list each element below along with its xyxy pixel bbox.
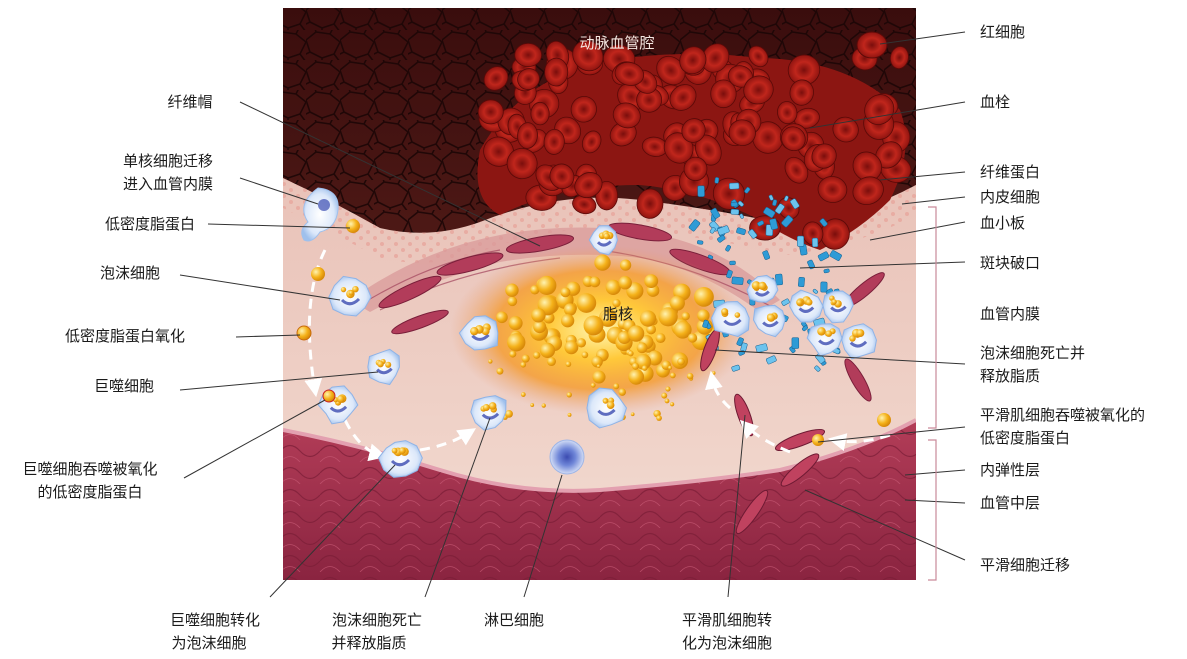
left-labels: 纤维帽 单核细胞迁移 进入血管内膜 低密度脂蛋白 泡沫细胞 低密度脂蛋白氧化 巨… [22,93,213,501]
label-intima: 血管内膜 [980,305,1040,323]
label-media: 血管中层 [980,494,1040,512]
label-foam-death-line1: 泡沫细胞死亡并 [980,344,1085,362]
label-macrophage: 巨噬细胞 [94,377,154,395]
label-monocyte-line1: 单核细胞迁移 [123,152,213,170]
label-bottom-foam-death-line2: 并释放脂质 [331,634,406,652]
label-foam-cell: 泡沫细胞 [100,264,160,282]
label-smc-to-foam-line2: 化为泡沫细胞 [682,634,772,652]
label-macro-to-foam-line2: 为泡沫细胞 [171,634,246,652]
lumen-label: 动脉血管腔 [579,34,654,52]
label-fibrous-cap: 纤维帽 [167,93,212,111]
label-ldl: 低密度脂蛋白 [105,215,195,233]
label-macro-to-foam-line1: 巨噬细胞转化 [170,611,260,629]
label-endothelial-cell: 内皮细胞 [980,188,1040,206]
label-lymphocyte: 淋巴细胞 [484,611,544,629]
bottom-labels: 巨噬细胞转化 为泡沫细胞 泡沫细胞死亡 并释放脂质 淋巴细胞 平滑肌细胞转 化为… [170,611,772,652]
intima-bracket [928,207,936,428]
label-smc-migration: 平滑细胞迁移 [980,556,1070,574]
artery-illustration: 动脉血管腔 脂核 [283,8,916,580]
label-plaque-rupture: 斑块破口 [980,254,1040,272]
label-thrombus: 血栓 [980,93,1010,111]
label-macrophage-engulf-line1: 巨噬细胞吞噬被氧化 [22,460,157,478]
lymphocyte [550,440,584,474]
lipid-core-label: 脂核 [603,305,633,323]
label-macrophage-engulf-line2: 的低密度脂蛋白 [37,483,142,501]
label-fibrin: 纤维蛋白 [980,163,1040,181]
label-platelet: 血小板 [980,214,1025,232]
label-foam-death-line2: 释放脂质 [980,367,1040,385]
label-smc-engulf-line2: 低密度脂蛋白 [980,429,1070,447]
label-red-blood-cell: 红细胞 [980,23,1025,41]
label-monocyte-line2: 进入血管内膜 [123,175,213,193]
right-labels: 红细胞 血栓 纤维蛋白 内皮细胞 血小板 斑块破口 血管内膜 泡沫细胞死亡并 释… [980,23,1145,574]
label-bottom-foam-death-line1: 泡沫细胞死亡 [332,611,422,629]
label-smc-to-foam-line1: 平滑肌细胞转 [682,611,772,629]
label-internal-elastic: 内弹性层 [980,461,1040,479]
media-bracket [928,440,936,580]
label-smc-engulf-line1: 平滑肌细胞吞噬被氧化的 [980,406,1145,424]
label-oxidized-ldl: 低密度脂蛋白氧化 [65,327,185,345]
